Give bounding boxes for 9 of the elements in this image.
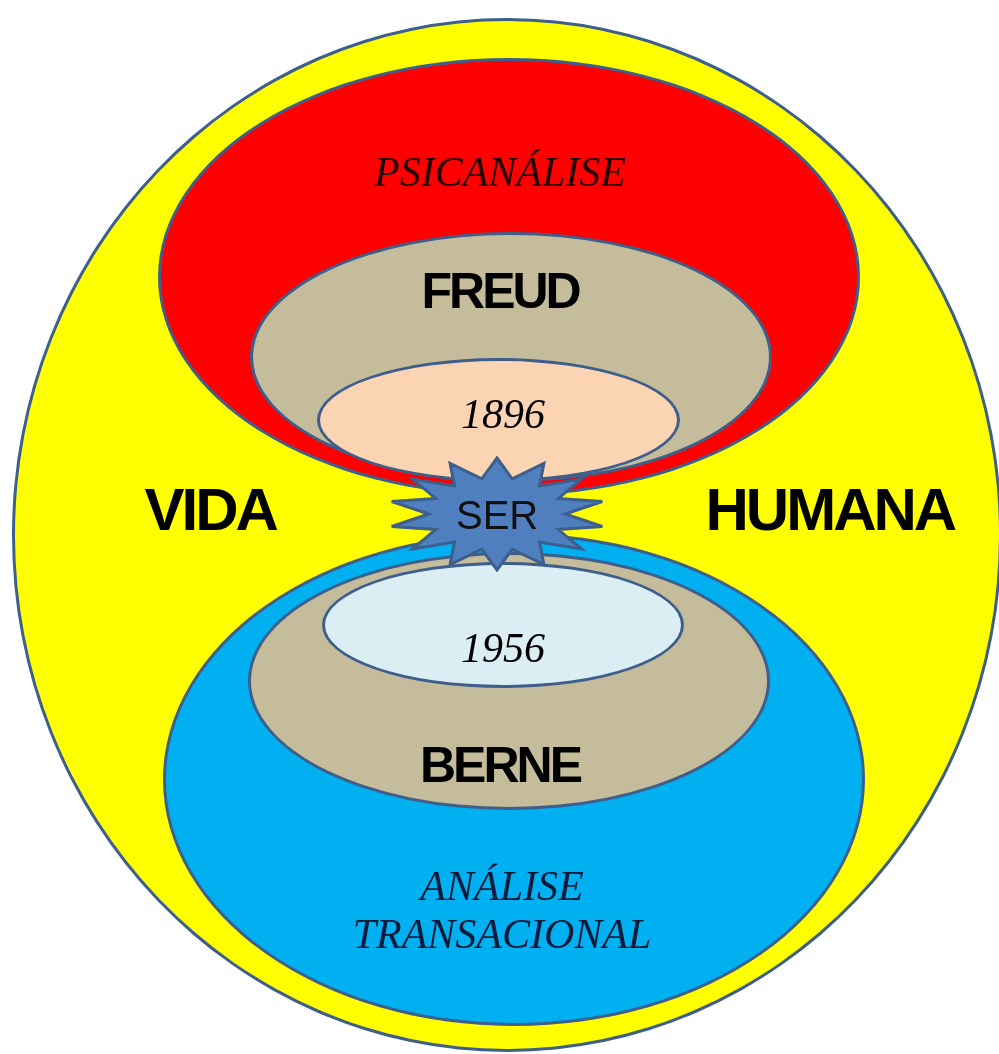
heading-text: PSICANÁLISE <box>374 148 626 197</box>
name-text: BERNE <box>420 740 581 790</box>
year-text: 1896 <box>461 390 545 439</box>
year-text: 1956 <box>461 624 545 673</box>
name-text: FREUD <box>421 266 579 316</box>
side-label: HUMANA <box>705 480 955 540</box>
side-label: VIDA <box>144 480 276 540</box>
heading-text: ANÁLISE TRANSACIONAL <box>351 862 653 959</box>
star-label: SER <box>456 492 539 538</box>
